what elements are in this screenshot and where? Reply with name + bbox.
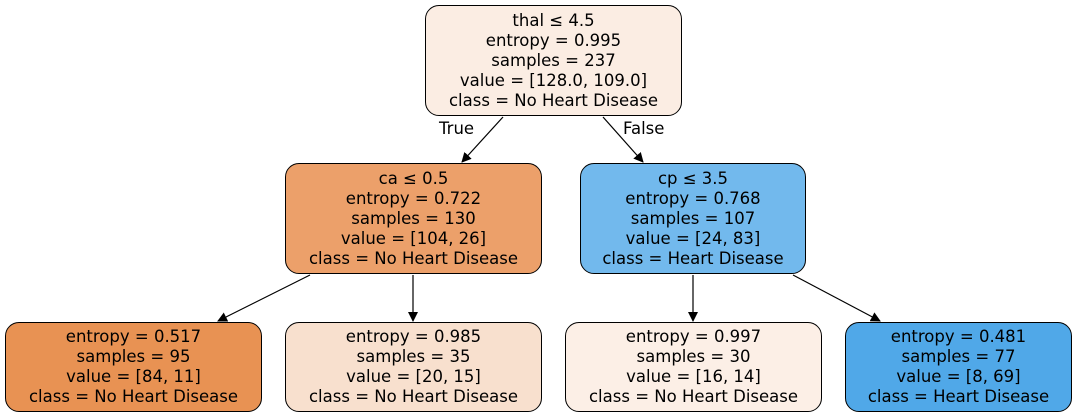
node-split-rule: thal ≤ 4.5: [512, 10, 595, 30]
edge-label-false: False: [623, 119, 665, 138]
edge-label-true: True: [439, 119, 475, 138]
tree-leaf-left-right: entropy = 0.985 samples = 35 value = [20…: [285, 322, 542, 412]
node-class: class = No Heart Disease: [28, 387, 239, 406]
node-value: value = [84, 11]: [66, 367, 201, 386]
node-class: class = No Heart Disease: [588, 387, 799, 406]
node-samples: samples = 95: [76, 347, 191, 366]
node-value: value = [16, 14]: [626, 367, 761, 386]
node-value: value = [8, 69]: [896, 367, 1021, 386]
node-split-rule: cp ≤ 3.5: [657, 168, 729, 188]
node-value: value = [24, 83]: [625, 228, 761, 248]
tree-leaf-left-left: entropy = 0.517 samples = 95 value = [84…: [5, 322, 262, 412]
tree-leaf-right-left: entropy = 0.997 samples = 30 value = [16…: [565, 322, 822, 412]
node-entropy: entropy = 0.768: [625, 188, 761, 208]
node-class: class = No Heart Disease: [308, 248, 519, 268]
node-entropy: entropy = 0.995: [485, 30, 622, 50]
tree-node-left: ca ≤ 0.5 entropy = 0.722 samples = 130 v…: [285, 163, 542, 274]
node-value: value = [20, 15]: [346, 367, 481, 386]
node-class: class = No Heart Disease: [308, 387, 519, 406]
node-entropy: entropy = 0.517: [65, 327, 202, 346]
node-samples: samples = 237: [491, 50, 616, 70]
node-samples: samples = 30: [636, 347, 751, 366]
tree-leaf-right-right: entropy = 0.481 samples = 77 value = [8,…: [845, 322, 1072, 412]
node-samples: samples = 77: [901, 347, 1016, 366]
node-samples: samples = 130: [351, 208, 476, 228]
edge-root-to-left: [461, 116, 504, 163]
node-class: class = Heart Disease: [602, 248, 784, 268]
tree-node-root: thal ≤ 4.5 entropy = 0.995 samples = 237…: [425, 5, 682, 116]
node-value: value = [128.0, 109.0]: [459, 70, 648, 90]
node-class: class = Heart Disease: [867, 387, 1050, 406]
edge-right-to-right-right: [792, 274, 881, 322]
node-samples: samples = 35: [356, 347, 471, 366]
tree-node-right: cp ≤ 3.5 entropy = 0.768 samples = 107 v…: [580, 163, 806, 274]
node-entropy: entropy = 0.722: [345, 188, 482, 208]
node-samples: samples = 107: [630, 208, 756, 228]
edge-left-to-left-left: [217, 274, 311, 322]
node-value: value = [104, 26]: [340, 228, 487, 248]
node-entropy: entropy = 0.481: [890, 327, 1027, 346]
node-entropy: entropy = 0.997: [625, 327, 762, 346]
node-class: class = No Heart Disease: [448, 90, 659, 110]
node-split-rule: ca ≤ 0.5: [378, 168, 449, 188]
edge-root-to-right: [602, 116, 644, 163]
node-entropy: entropy = 0.985: [345, 327, 482, 346]
